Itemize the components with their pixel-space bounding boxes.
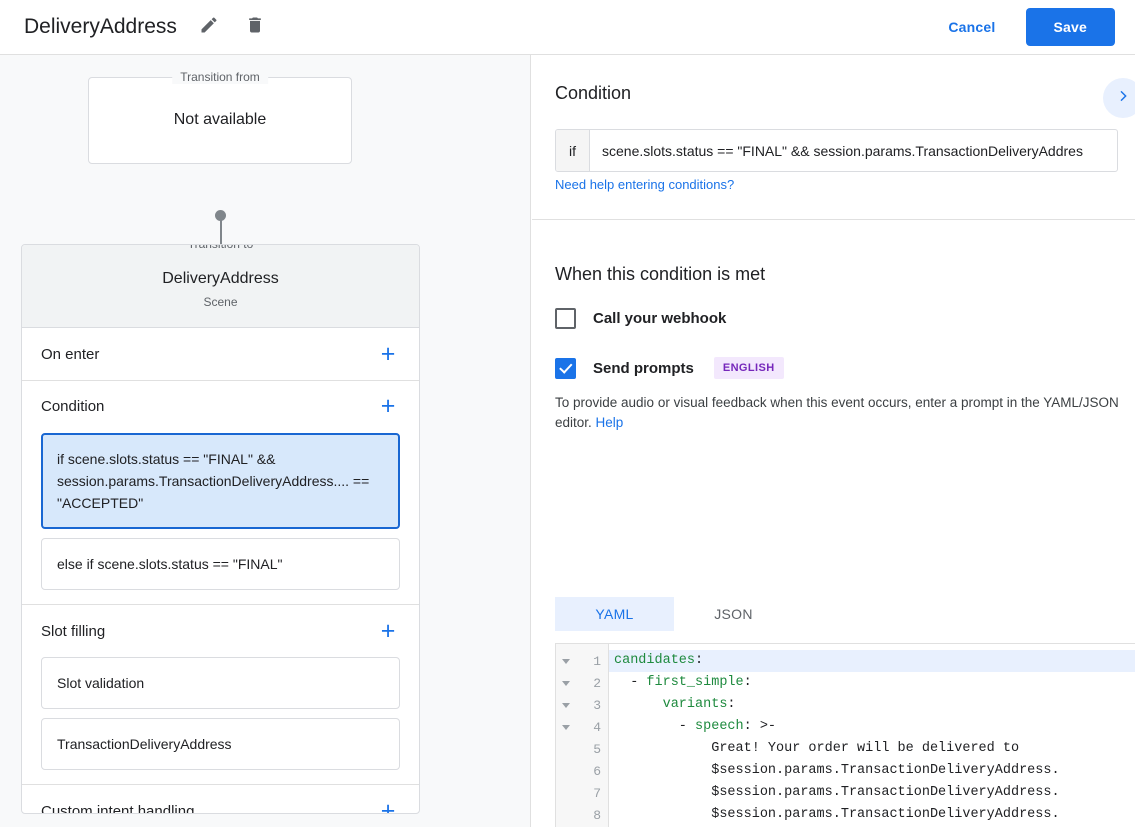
editor-code-line: - first_simple: bbox=[614, 675, 752, 690]
prompts-description: To provide audio or visual feedback when… bbox=[555, 393, 1125, 433]
editor-code-line: $session.params.TransactionDeliveryAddre… bbox=[614, 807, 1060, 822]
section-header-on-enter[interactable]: On enter + bbox=[22, 328, 419, 380]
section-slot-filling: Slot filling + Slot validation Transacti… bbox=[22, 605, 419, 785]
call-webhook-checkbox[interactable] bbox=[555, 308, 576, 329]
editor-line-number-row: 1 bbox=[556, 650, 608, 672]
scene-flow-panel: Transition from Not available Transition… bbox=[0, 55, 531, 827]
language-badge: ENGLISH bbox=[713, 357, 784, 379]
transition-from-value: Not available bbox=[173, 111, 267, 128]
condition-block: Condition if Need help entering conditio… bbox=[532, 55, 1135, 220]
send-prompts-row[interactable]: Send prompts ENGLISH bbox=[555, 357, 784, 379]
section-on-enter: On enter + bbox=[22, 328, 419, 381]
section-custom-intent-handling: Custom intent handling + bbox=[22, 785, 419, 814]
transition-to-card: Transition to DeliveryAddress Scene On e… bbox=[21, 244, 420, 814]
list-item[interactable]: if scene.slots.status == "FINAL" && sess… bbox=[41, 433, 400, 529]
editor-gutter: 12345678910 bbox=[556, 644, 609, 827]
editor-line-number-row: 3 bbox=[556, 694, 608, 716]
editor-line-number: 8 bbox=[593, 807, 601, 823]
slot-filling-list: Slot validation TransactionDeliveryAddre… bbox=[22, 657, 419, 784]
section-title: Slot filling bbox=[41, 622, 106, 640]
pencil-icon bbox=[199, 15, 219, 40]
editor-line-number-row: 2 bbox=[556, 672, 608, 694]
transition-to-legend: Transition to bbox=[179, 245, 262, 251]
scene-type: Scene bbox=[203, 295, 238, 309]
editor-line-number-row: 4 bbox=[556, 716, 608, 738]
section-header-condition[interactable]: Condition + bbox=[22, 381, 419, 433]
call-webhook-label: Call your webhook bbox=[593, 310, 727, 327]
delete-button[interactable] bbox=[239, 11, 271, 43]
edit-name-button[interactable] bbox=[193, 11, 225, 43]
cancel-button[interactable]: Cancel bbox=[936, 10, 1007, 44]
section-title: Custom intent handling bbox=[41, 802, 195, 814]
trash-icon bbox=[245, 15, 265, 40]
section-header-slot-filling[interactable]: Slot filling + bbox=[22, 605, 419, 657]
add-custom-intent-button[interactable]: + bbox=[380, 796, 396, 814]
condition-heading: Condition bbox=[555, 83, 632, 103]
editor-format-tabs: YAML JSON bbox=[555, 597, 793, 631]
expand-panel-button[interactable] bbox=[1103, 78, 1135, 118]
editor-code-line: - speech: >- bbox=[614, 719, 777, 734]
section-title: Condition bbox=[41, 397, 105, 415]
prompts-help-link[interactable]: Help bbox=[595, 415, 624, 430]
editor-line-number: 5 bbox=[593, 741, 601, 757]
add-on-enter-button[interactable]: + bbox=[380, 339, 396, 368]
fold-triangle-icon[interactable] bbox=[560, 721, 572, 733]
list-item[interactable]: Slot validation bbox=[41, 657, 400, 709]
editor-line-number: 1 bbox=[593, 653, 601, 669]
list-item[interactable]: else if scene.slots.status == "FINAL" bbox=[41, 538, 400, 590]
save-button[interactable]: Save bbox=[1025, 8, 1115, 46]
scene-name: DeliveryAddress bbox=[162, 270, 279, 287]
yaml-editor[interactable]: 12345678910 candidates: - first_simple: … bbox=[555, 643, 1135, 827]
add-slot-filling-button[interactable]: + bbox=[380, 616, 396, 645]
header-actions: Cancel Save bbox=[936, 8, 1115, 46]
prompts-description-text: To provide audio or visual feedback when… bbox=[555, 395, 1119, 430]
scene-header: Transition to DeliveryAddress Scene bbox=[22, 245, 419, 328]
list-item[interactable]: TransactionDeliveryAddress bbox=[41, 718, 400, 770]
editor-code-line: candidates: bbox=[609, 650, 1135, 672]
editor-line-number-row: 7 bbox=[556, 782, 608, 804]
add-condition-button[interactable]: + bbox=[380, 391, 396, 420]
editor-code-area[interactable]: candidates: - first_simple: variants: - … bbox=[609, 644, 1135, 827]
send-prompts-label: Send prompts bbox=[593, 359, 694, 377]
tab-yaml[interactable]: YAML bbox=[555, 597, 674, 631]
transition-from-legend: Transition from bbox=[172, 70, 268, 84]
editor-code-line: variants: bbox=[662, 697, 736, 712]
send-prompts-checkbox[interactable] bbox=[555, 357, 576, 379]
condition-list: if scene.slots.status == "FINAL" && sess… bbox=[22, 433, 419, 604]
editor-line-number-row: 8 bbox=[556, 804, 608, 826]
tab-json[interactable]: JSON bbox=[714, 606, 753, 622]
when-met-heading: When this condition is met bbox=[555, 264, 766, 284]
editor-line-number-row: 6 bbox=[556, 760, 608, 782]
page-title: DeliveryAddress bbox=[24, 15, 177, 38]
condition-if-prefix: if bbox=[556, 130, 590, 171]
app-header: DeliveryAddress Cancel Save bbox=[0, 0, 1135, 55]
section-header-custom-intent-handling[interactable]: Custom intent handling + bbox=[22, 785, 419, 814]
fold-triangle-icon[interactable] bbox=[560, 699, 572, 711]
transition-from-box: Transition from Not available bbox=[88, 70, 352, 164]
editor-line-number: 3 bbox=[593, 697, 601, 713]
editor-code-line: $session.params.TransactionDeliveryAddre… bbox=[614, 763, 1060, 778]
editor-line-number: 7 bbox=[593, 785, 601, 801]
editor-line-number: 2 bbox=[593, 675, 601, 691]
webhook-checkbox-row[interactable]: Call your webhook bbox=[555, 308, 726, 329]
fold-triangle-icon[interactable] bbox=[560, 677, 572, 689]
section-title: On enter bbox=[41, 345, 100, 363]
editor-code-line: $session.params.TransactionDeliveryAddre… bbox=[614, 785, 1060, 800]
condition-input-group: if bbox=[555, 129, 1118, 172]
chevron-right-icon bbox=[1115, 88, 1131, 109]
fold-triangle-icon[interactable] bbox=[560, 655, 572, 667]
condition-input[interactable] bbox=[590, 130, 1117, 171]
section-condition: Condition + if scene.slots.status == "FI… bbox=[22, 381, 419, 605]
editor-line-number: 6 bbox=[593, 763, 601, 779]
editor-line-number-row: 5 bbox=[556, 738, 608, 760]
condition-help-link[interactable]: Need help entering conditions? bbox=[555, 177, 735, 192]
connector-dot bbox=[215, 210, 226, 221]
condition-details-panel: Condition if Need help entering conditio… bbox=[532, 55, 1135, 827]
editor-code-line: Great! Your order will be delivered to bbox=[614, 741, 1020, 756]
editor-line-number: 4 bbox=[593, 719, 601, 735]
